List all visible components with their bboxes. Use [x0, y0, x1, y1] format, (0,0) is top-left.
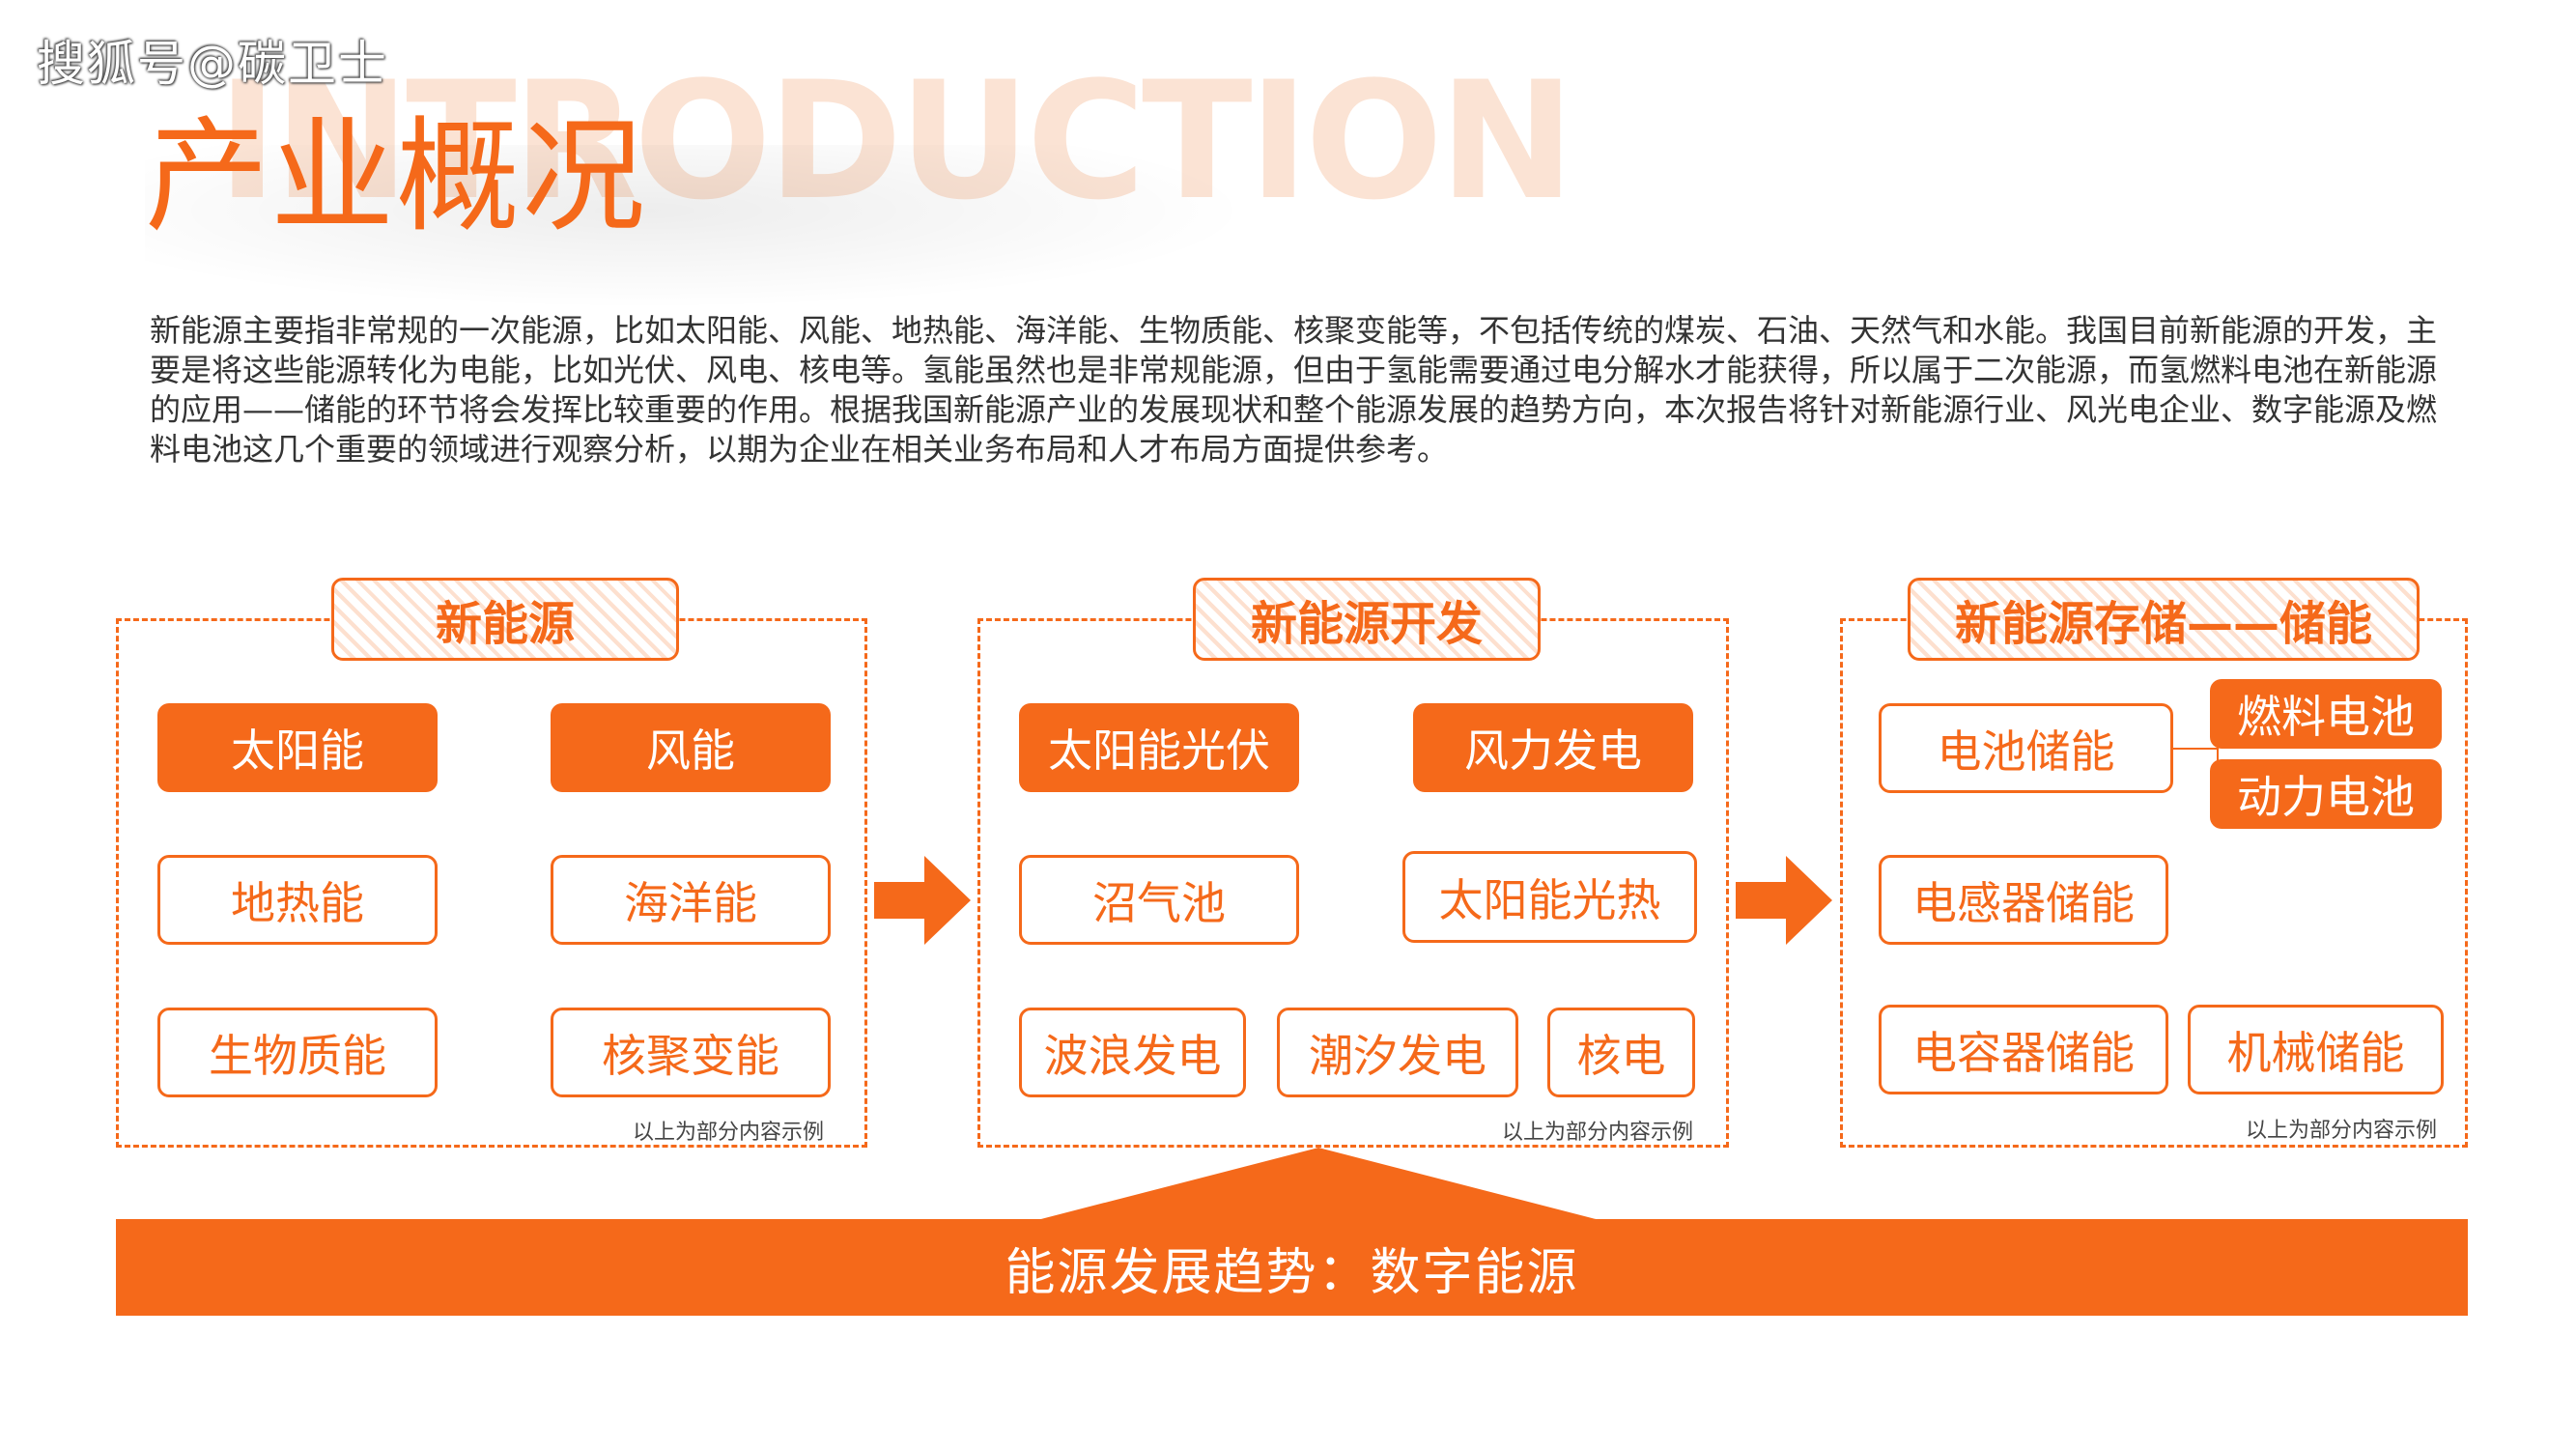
page-title: 产业概况 [145, 105, 648, 249]
item-nuclear: 核电 [1547, 1008, 1695, 1097]
item-wind: 风能 [551, 703, 831, 792]
item-wave-power: 波浪发电 [1019, 1008, 1246, 1097]
item-tidal-power: 潮汐发电 [1277, 1008, 1518, 1097]
item-solar-pv: 太阳能光伏 [1019, 703, 1299, 792]
panel-note: 以上为部分内容示例 [1502, 1121, 1694, 1145]
watermark: 搜狐号@碳卫士 [37, 36, 388, 92]
panel-title-energy-storage: 新能源存储——储能 [1908, 578, 2420, 661]
item-biogas: 沼气池 [1019, 855, 1299, 945]
triangle-up-icon [1033, 1148, 1603, 1221]
item-ocean: 海洋能 [551, 855, 831, 945]
intro-paragraph: 新能源主要指非常规的一次能源，比如太阳能、风能、地热能、海洋能、生物质能、核聚变… [150, 312, 2438, 468]
item-battery-storage: 电池储能 [1879, 703, 2173, 793]
connector-line [2173, 748, 2217, 750]
item-capacitor-storage: 电容器储能 [1879, 1005, 2168, 1094]
trend-banner: 能源发展趋势：数字能源 [116, 1219, 2468, 1316]
item-mechanical-storage: 机械储能 [2188, 1005, 2444, 1094]
panel-note: 以上为部分内容示例 [633, 1121, 825, 1145]
item-biomass: 生物质能 [157, 1008, 438, 1097]
item-wind-power: 风力发电 [1413, 703, 1693, 792]
item-solar-thermal: 太阳能光热 [1402, 851, 1697, 943]
title-shadow [145, 145, 1256, 309]
item-solar: 太阳能 [157, 703, 438, 792]
item-power-battery: 动力电池 [2210, 759, 2442, 829]
panel-title-energy-development: 新能源开发 [1193, 578, 1541, 661]
item-geothermal: 地热能 [157, 855, 438, 945]
item-inductor-storage: 电感器储能 [1879, 855, 2168, 945]
panel-note: 以上为部分内容示例 [2246, 1119, 2438, 1143]
item-fusion: 核聚变能 [551, 1008, 831, 1097]
arrow-right-icon [1736, 856, 1832, 945]
arrow-right-icon [874, 856, 971, 945]
item-fuel-cell: 燃料电池 [2210, 679, 2442, 749]
background-word: INTRODUCTION [217, 46, 1575, 236]
panel-title-new-energy: 新能源 [331, 578, 679, 661]
